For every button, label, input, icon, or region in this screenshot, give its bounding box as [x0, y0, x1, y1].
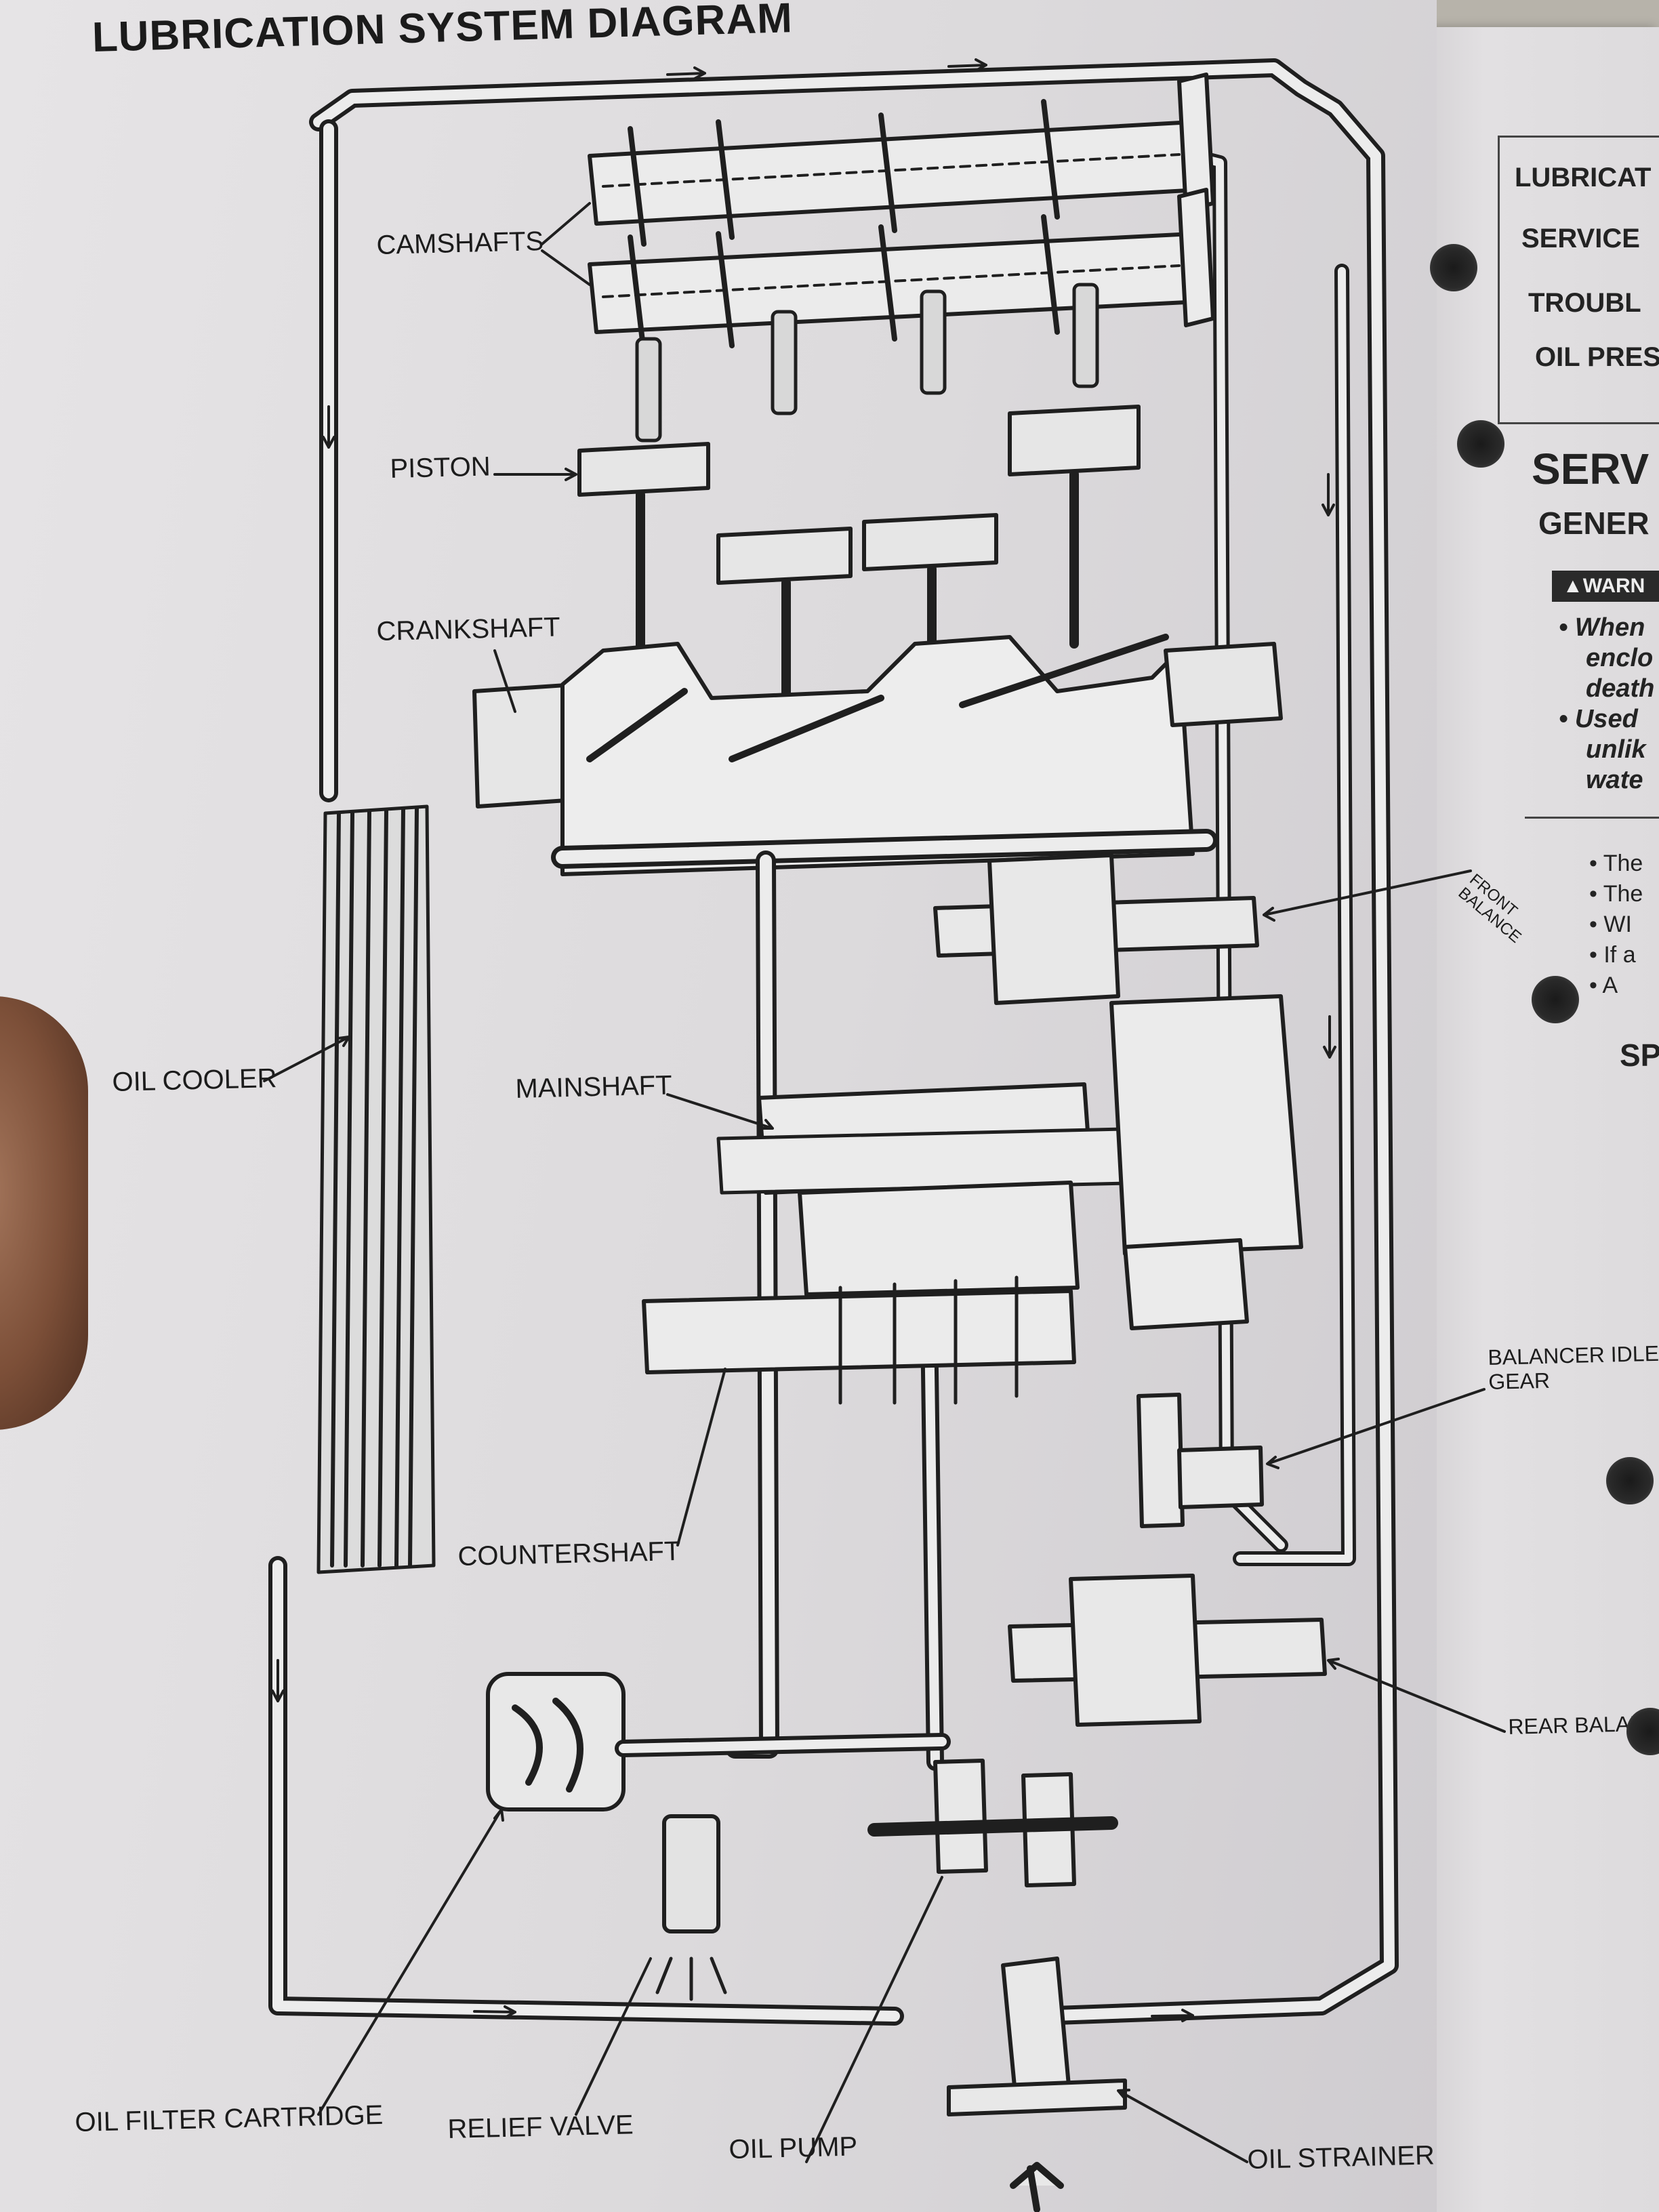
outer-oil-circuit [268, 58, 1399, 2026]
binder-hole [1430, 244, 1477, 291]
side-warning-badge: ▲WARN [1552, 571, 1659, 602]
label-relief-valve: RELIEF VALVE [447, 2110, 634, 2144]
label-crankshaft: CRANKSHAFT [376, 612, 561, 647]
side-warning-line-6: wate [1586, 766, 1643, 794]
oil-cooler-core [316, 804, 436, 1574]
adjacent-page [1410, 27, 1659, 2212]
pistons [577, 405, 1141, 737]
front-balancer-shaft [933, 853, 1259, 1005]
binder-hole [1457, 420, 1504, 468]
side-warning-line-3: death [1586, 674, 1655, 703]
label-balancer-idle-gear: BALANCER IDLE GEAR [1488, 1340, 1659, 1394]
relief-valve-body [655, 1814, 727, 2001]
side-bullet-4: • If a [1589, 942, 1636, 968]
side-bullet-2: • The [1589, 881, 1643, 907]
leader-lines [263, 202, 1506, 2163]
side-toc-item-3: TROUBL [1528, 288, 1641, 318]
label-oil-cooler: OIL COOLER [112, 1063, 278, 1097]
crankshaft [472, 634, 1283, 876]
side-divider [1525, 817, 1659, 819]
label-oil-pump: OIL PUMP [729, 2131, 858, 2165]
label-mainshaft: MAINSHAFT [515, 1070, 673, 1104]
side-bullet-1: • The [1589, 851, 1643, 876]
side-toc-box [1498, 136, 1659, 424]
rear-balancer-shaft [1008, 1574, 1327, 1727]
side-toc-item-1: LUBRICAT [1515, 163, 1652, 192]
side-warning-line-1: • When [1559, 613, 1645, 642]
balancer-idle-gear [1136, 1393, 1264, 1528]
oil-strainer-body [947, 1957, 1127, 2212]
label-oil-strainer: OIL STRAINER [1247, 2140, 1435, 2175]
binder-hole [1626, 1708, 1659, 1755]
side-toc-item-2: SERVICE [1521, 224, 1640, 253]
camshaft-lower [588, 188, 1215, 355]
spark-plugs [635, 283, 1099, 443]
label-countershaft: COUNTERSHAFT [457, 1536, 681, 1572]
side-warning-line-5: unlik [1586, 735, 1646, 764]
thumb-overlay [0, 996, 88, 1430]
side-heading-sp: SP [1620, 1038, 1659, 1073]
side-warning-line-4: • Used [1559, 705, 1638, 733]
label-camshafts: CAMSHAFTS [376, 226, 544, 260]
label-piston: PISTON [390, 451, 491, 484]
side-heading-1: SERV [1532, 445, 1650, 493]
binder-hole [1532, 976, 1579, 1023]
camshaft-upper [588, 73, 1215, 247]
oil-pump-body [867, 1759, 1118, 1887]
binder-hole [1606, 1457, 1654, 1504]
side-bullet-3: • WI [1589, 912, 1632, 937]
side-toc-item-4: OIL PRES [1535, 342, 1659, 372]
flow-arrows [271, 58, 1336, 2022]
side-warning-line-2: enclo [1586, 644, 1654, 672]
side-bullet-5: • A [1589, 972, 1618, 998]
transmission [642, 994, 1303, 1405]
oil-filter-housing [486, 1672, 951, 1811]
side-heading-2: GENER [1538, 506, 1650, 541]
